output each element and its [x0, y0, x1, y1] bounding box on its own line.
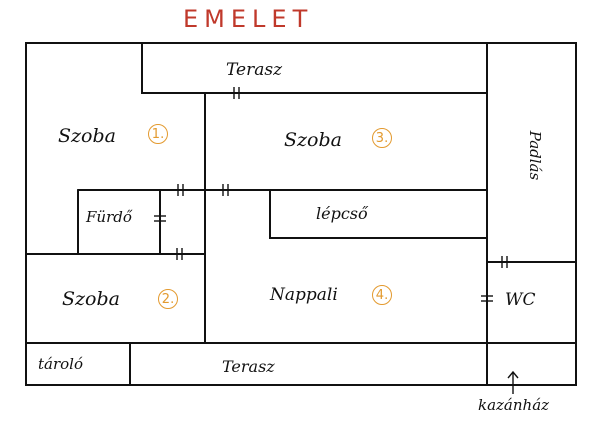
floor-title: EMELET — [183, 5, 314, 33]
door-padlas — [501, 256, 508, 268]
label-wc: WC — [505, 290, 536, 310]
badge-nappali: 4. — [372, 285, 392, 305]
label-szoba3: Szoba — [284, 129, 342, 151]
label-szoba1: Szoba — [58, 125, 116, 147]
kazanhaz-arrow — [507, 370, 519, 394]
label-furdo: Fürdő — [86, 208, 132, 226]
badge-szoba3: 3. — [372, 128, 392, 148]
label-terasz-top: Terasz — [226, 60, 283, 80]
door-szoba1 — [177, 184, 184, 196]
label-szoba2: Szoba — [62, 288, 120, 310]
door-furdo — [154, 215, 166, 222]
outer-wall — [25, 42, 577, 386]
stair-wall — [269, 189, 488, 239]
badge-szoba1: 1. — [148, 124, 168, 144]
door-szoba3 — [233, 87, 240, 99]
door-szoba2 — [176, 248, 183, 260]
label-kazanhaz: kazánház — [478, 396, 550, 414]
label-tarolo: tároló — [38, 355, 83, 373]
door-wc — [481, 295, 493, 302]
label-lepcso: lépcső — [316, 204, 368, 223]
label-nappali: Nappali — [270, 285, 338, 305]
label-padlas: Padlás — [526, 130, 545, 181]
badge-szoba2: 2. — [158, 289, 178, 309]
top-terrace-wall — [141, 42, 488, 94]
door-hall — [222, 184, 229, 196]
label-terasz-bottom: Terasz — [222, 357, 275, 376]
